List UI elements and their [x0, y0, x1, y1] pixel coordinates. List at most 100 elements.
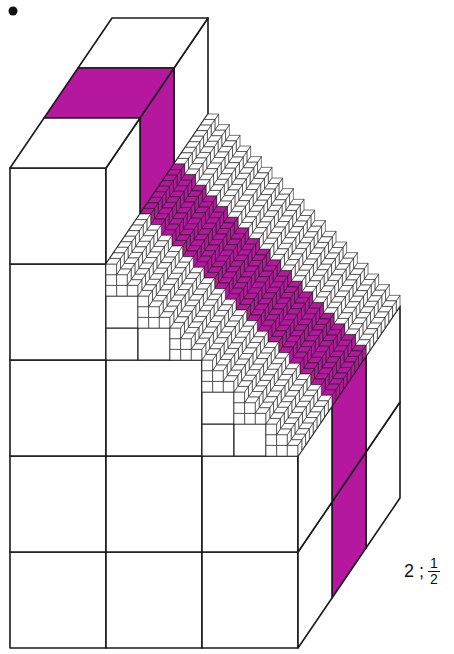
cube-top-face	[300, 210, 314, 216]
cube-top-face	[382, 301, 396, 307]
cube-top-face	[299, 423, 313, 429]
cube-top-face	[296, 216, 310, 222]
stripe-face	[230, 261, 244, 267]
cube-top-face	[246, 342, 260, 348]
stripe-face	[219, 250, 233, 256]
cube-top-face	[282, 369, 296, 375]
cube-top-face	[191, 344, 205, 350]
cube-top-face	[226, 135, 240, 141]
cube-front-face	[149, 317, 160, 328]
cube-top-face	[232, 310, 246, 316]
cube-front-face	[106, 275, 117, 286]
stripe-face	[259, 271, 273, 277]
cube-front-face	[234, 424, 266, 456]
fraction-denominator: 2	[428, 572, 440, 587]
cube-top-face	[286, 363, 300, 369]
cube-top-face	[342, 307, 356, 313]
cube-top-face	[279, 189, 293, 195]
cube-top-face	[348, 324, 362, 330]
cube-top-face	[302, 418, 316, 424]
cube-top-face	[334, 318, 348, 324]
cube-top-face	[321, 259, 335, 265]
cube-top-face	[211, 130, 225, 136]
stripe-face	[144, 203, 158, 209]
cube-top-face	[296, 243, 310, 249]
cube-top-face	[114, 247, 128, 253]
cube-top-face	[263, 397, 277, 403]
cube-top-face	[185, 300, 199, 306]
cube-top-face	[218, 146, 232, 152]
stripe-face	[195, 207, 209, 213]
cube-top-face	[314, 401, 328, 407]
cube-top-face	[200, 147, 214, 153]
cube-top-face	[264, 184, 278, 190]
cube-top-face	[284, 418, 298, 424]
cube-top-face	[181, 333, 195, 339]
cube-top-face	[327, 302, 341, 308]
cube-top-face	[195, 338, 209, 344]
cube-top-face	[210, 316, 224, 322]
cube-top-face	[302, 286, 316, 292]
cube-top-face	[360, 280, 374, 286]
cube-top-face	[199, 333, 213, 339]
cube-top-face	[285, 391, 299, 397]
cube-top-face	[195, 180, 209, 186]
cube-top-face	[150, 246, 164, 252]
cube-top-face	[182, 147, 196, 153]
stripe-face	[170, 164, 184, 170]
cube-top-face	[310, 406, 324, 412]
cube-top-face	[254, 331, 268, 337]
cube-side-face	[366, 306, 400, 452]
cube-top-face	[247, 157, 261, 163]
cube-front-face	[234, 403, 245, 414]
cube-top-face	[238, 354, 252, 360]
cube-front-face	[223, 381, 234, 392]
cube-front-face	[234, 413, 245, 424]
stripe-face	[344, 356, 358, 362]
cube-top-face	[232, 337, 246, 343]
cube-top-face	[285, 232, 299, 238]
cube-top-face	[221, 168, 235, 174]
stripe-face	[301, 314, 315, 320]
stripe-face	[223, 245, 237, 251]
stripe-face	[247, 315, 261, 321]
cube-top-face	[220, 196, 234, 202]
cube-top-face	[278, 243, 292, 249]
stripe-face	[320, 313, 334, 319]
cube-top-face	[242, 190, 256, 196]
cube-top-face	[143, 230, 157, 236]
stripe-face	[276, 298, 290, 304]
cube-top-face	[184, 328, 198, 334]
stripe-face	[332, 356, 366, 502]
stripe-face	[197, 256, 211, 262]
cube-top-face	[248, 392, 262, 398]
stripe-face	[212, 234, 226, 240]
cube-top-face	[236, 173, 250, 179]
cube-top-face	[275, 194, 289, 200]
stripe-face	[250, 310, 264, 316]
cube-top-face	[146, 279, 160, 285]
cube-top-face	[338, 313, 352, 319]
cube-top-face	[299, 265, 313, 271]
stripe-face	[304, 363, 318, 369]
cube-top-face	[203, 300, 217, 306]
stripe-face	[148, 197, 162, 203]
cube-top-face	[249, 364, 263, 370]
cube-top-face	[353, 291, 367, 297]
cube-top-face	[189, 295, 203, 301]
cube-top-face	[181, 306, 195, 312]
cube-top-face	[234, 386, 248, 392]
cube-front-face	[138, 296, 149, 307]
cube-top-face	[303, 259, 317, 265]
cube-top-face	[263, 238, 277, 244]
cube-top-face	[264, 211, 278, 217]
cube-front-face	[106, 456, 202, 552]
stripe-face	[193, 262, 207, 268]
stripe-face	[233, 283, 247, 289]
cube-top-face	[132, 220, 146, 226]
cube-top-face	[239, 195, 253, 201]
cube-top-face	[342, 280, 356, 286]
cube-top-face	[199, 174, 213, 180]
cube-front-face	[127, 285, 138, 296]
stripe-face	[323, 335, 337, 341]
